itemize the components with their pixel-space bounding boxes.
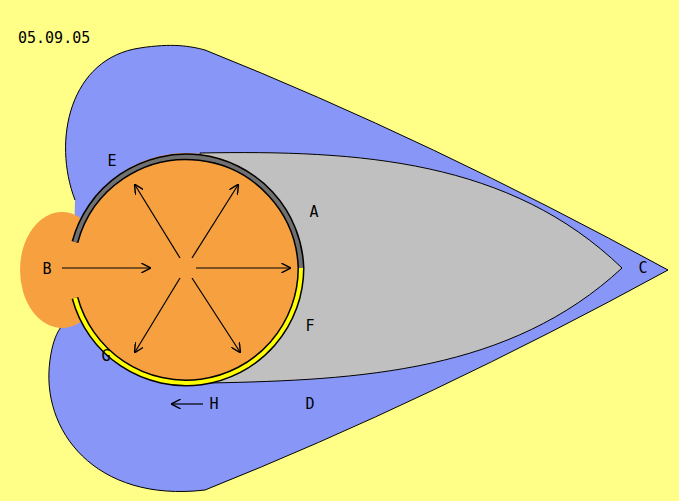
part-letter: D <box>305 397 314 412</box>
flow-arrows <box>62 185 290 404</box>
outer-region <box>49 45 668 491</box>
part-letter: A <box>309 205 318 220</box>
part-letter: E <box>107 154 116 169</box>
part-letter: B <box>42 262 51 277</box>
part-letter: C <box>638 261 647 276</box>
part-letter: G <box>101 349 110 364</box>
dark-boundary-fill <box>75 157 301 268</box>
dark-boundary <box>75 157 301 268</box>
part-letter: F <box>305 319 314 334</box>
bright-boundary <box>75 268 301 383</box>
date-stamp: 05.09.05 <box>18 31 90 46</box>
part-letter: H <box>209 397 218 412</box>
bright-boundary-fill <box>75 268 301 383</box>
